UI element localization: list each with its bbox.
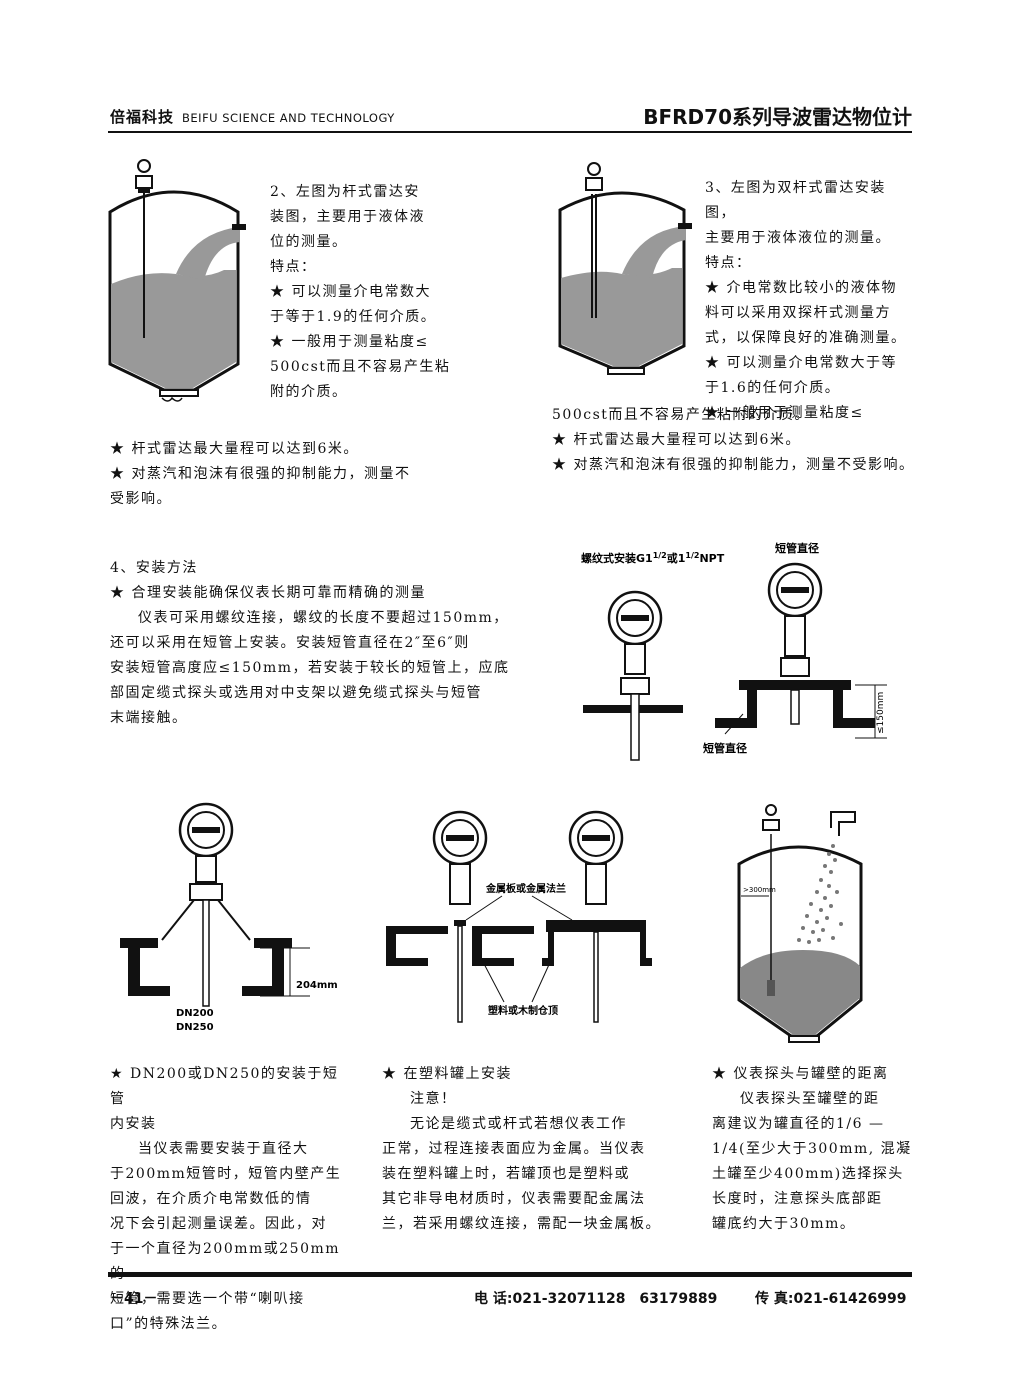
text-line: 罐底约大于30mm。 xyxy=(712,1216,856,1232)
page-number: －41－ xyxy=(110,1291,158,1307)
text-line: 特点： xyxy=(270,259,317,275)
nozzle-diameter-label-bottom: 短管直径 xyxy=(703,741,747,755)
nozzle-diameter-label-top: 短管直径 xyxy=(775,541,819,555)
text-line: 装图，主要用于液体液 xyxy=(270,209,425,225)
text-line: 3、左图为双杆式雷达安装图， xyxy=(705,180,886,221)
text-line: ★ 一般用于测量粘度≤ xyxy=(270,334,429,350)
metal-plate-label: 金属板或金属法兰 xyxy=(485,882,566,895)
text-line: 仪表探头至罐壁的距 xyxy=(740,1091,880,1107)
text-line: 于等于1.9的任何介质。 xyxy=(270,309,437,325)
section-4-bullet: ★ 合理安装能确保仪表长期可靠而精确的测量 xyxy=(110,585,426,601)
section-3-bottom: 500cst而且不容易产生粘附的介质。 ★ 杆式雷达最大量程可以达到6米。 ★ … xyxy=(552,403,922,478)
text-line: 于一个直径为200mm或250mm的 xyxy=(110,1241,341,1282)
footer-rule xyxy=(108,1272,912,1277)
text-line: 安装短管高度应≤150mm，若安装于较长的短管上，应底 xyxy=(110,660,510,676)
rod-radar-tank-figure xyxy=(108,159,246,402)
text-line: ★ 可以测量介电常数大 xyxy=(270,284,431,300)
plastic-roof-label: 塑料或木制仓顶 xyxy=(488,1004,558,1017)
text-line: 内安装 xyxy=(110,1116,157,1132)
text-line: 1/4(至少大于300mm, 混凝 xyxy=(712,1141,912,1157)
dn-dimension-label: 204mm xyxy=(296,980,338,991)
falling-material-dots xyxy=(797,844,843,944)
section-2-text: 2、左图为杆式雷达安 装图，主要用于液体液 位的测量。 特点： ★ 可以测量介电… xyxy=(270,180,470,405)
text-line: 500cst而且不容易产生粘附的介质。 xyxy=(552,407,810,423)
text-line: ★ 对蒸汽和泡沫有很强的抑制能力，测量不受影响。 xyxy=(552,457,915,473)
text-line: 于1.6的任何介质。 xyxy=(705,380,841,396)
dn200-label: DN200 xyxy=(176,1008,214,1019)
company-name: 倍福科技 BEIFU SCIENCE AND TECHNOLOGY xyxy=(110,106,395,127)
dn250-label: DN250 xyxy=(176,1022,214,1033)
text-line: 受影响。 xyxy=(110,491,172,507)
text-line: 无论是缆式或杆式若想仪表工作 xyxy=(410,1116,627,1132)
product-title: BFRD70系列导波雷达物位计 xyxy=(643,105,912,129)
text-line: 附的介质。 xyxy=(270,384,348,400)
text-line: 部固定缆式探头或选用对中支架以避免缆式探头与短管 xyxy=(110,685,482,701)
text-line: ★ 仪表探头与罐壁的距离 xyxy=(712,1066,889,1082)
probe-wall-distance-label: >300mm xyxy=(743,886,776,894)
text-line: ★ 可以测量介电常数大于等 xyxy=(705,355,897,371)
text-line: 位的测量。 xyxy=(270,234,348,250)
plastic-tank-install-figure: 金属板或金属法兰 塑料或木制仓顶 xyxy=(386,810,652,1023)
text-line: 装在塑料罐上时，若罐顶也是塑料或 xyxy=(382,1166,630,1182)
phone-number: 电 话:021-32071128 63179889 xyxy=(474,1291,718,1307)
silo-distance-figure: >300mm xyxy=(737,804,863,1043)
text-line: 料可以采用双探杆式测量方 xyxy=(705,305,891,321)
text-line: ★ 杆式雷达最大量程可以达到6米。 xyxy=(110,441,359,457)
fax-number: 传 真:021-61426999 xyxy=(755,1291,907,1307)
text-line: 还可以采用在短管上安装。安装短管直径在2″至6″则 xyxy=(110,635,470,651)
text-line: 特点： xyxy=(705,255,752,271)
text-line: ★ 对蒸汽和泡沫有很强的抑制能力，测量不 xyxy=(110,466,411,482)
text-line: 其它非导电材质时，仪表需要配金属法 xyxy=(382,1191,646,1207)
text-line: 末端接触。 xyxy=(110,710,188,726)
section-3-text: 3、左图为双杆式雷达安装图， 主要用于液体液位的测量。 特点： ★ 介电常数比较… xyxy=(705,176,915,426)
text-line: 正常，过程连接表面应为金属。当仪表 xyxy=(382,1141,646,1157)
text-line: 仪表可采用螺纹连接，螺纹的长度不要超过150mm， xyxy=(138,610,509,626)
thread-and-nozzle-install-figure: 螺纹式安装G11/2或11/2NPT 短管直径 ≤150mm 短管直径 xyxy=(581,541,887,761)
company-name-en: BEIFU SCIENCE AND TECHNOLOGY xyxy=(182,111,395,125)
section-2-bottom: ★ 杆式雷达最大量程可以达到6米。 ★ 对蒸汽和泡沫有很强的抑制能力，测量不 受… xyxy=(110,437,460,512)
text-line: 离建议为罐直径的1/6 — xyxy=(712,1116,885,1132)
text-line: 于200mm短管时，短管内壁产生 xyxy=(110,1166,342,1182)
twin-rod-radar-tank-figure xyxy=(558,162,692,375)
text-line: 回波，在介质介电常数低的情 xyxy=(110,1191,312,1207)
probe-distance-column: ★ 仪表探头与罐壁的距离 仪表探头至罐壁的距 离建议为罐直径的1/6 — 1/4… xyxy=(712,1062,922,1237)
text-line: 况下会引起测量误差。因此，对 xyxy=(110,1216,327,1232)
nozzle-height-label: ≤150mm xyxy=(876,692,886,734)
text-line: 土罐至少400mm)选择探头 xyxy=(712,1166,904,1182)
text-line: ★ 在塑料罐上安装 xyxy=(382,1066,512,1082)
text-line: 当仪表需要安装于直径大 xyxy=(138,1141,309,1157)
text-line: 500cst而且不容易产生粘 xyxy=(270,359,451,375)
text-line: ★ 杆式雷达最大量程可以达到6米。 xyxy=(552,432,801,448)
section-4-title: 4、安装方法 xyxy=(110,560,198,576)
section-4-text: 4、安装方法 ★ 合理安装能确保仪表长期可靠而精确的测量 仪表可采用螺纹连接，螺… xyxy=(110,556,530,731)
dn-install-column: ★ DN200或DN250的安装于短管 内安装 当仪表需要安装于直径大 于200… xyxy=(110,1062,350,1337)
text-line: 式，以保障良好的准确测量。 xyxy=(705,330,907,346)
text-line: ★ 一般用于测量粘度≤ xyxy=(705,405,864,421)
text-line: ★ DN200或DN250的安装于短管 xyxy=(110,1066,339,1107)
text-line: 口”的特殊法兰。 xyxy=(110,1316,228,1332)
plastic-install-column: ★ 在塑料罐上安装 注意！ 无论是缆式或杆式若想仪表工作 正常，过程连接表面应为… xyxy=(382,1062,682,1237)
text-line: ★ 介电常数比较小的液体物 xyxy=(705,280,897,296)
thread-install-label: 螺纹式安装G11/2或11/2NPT xyxy=(581,551,725,565)
text-line: 兰，若采用螺纹连接，需配一块金属板。 xyxy=(382,1216,661,1232)
text-line: 长度时，注意探头底部距 xyxy=(712,1191,883,1207)
text-line: 主要用于液体液位的测量。 xyxy=(705,230,891,246)
header-rule xyxy=(108,131,912,133)
company-name-cn: 倍福科技 xyxy=(110,108,175,126)
text-line: 注意！ xyxy=(410,1091,457,1107)
text-line: 短管，需要选一个带“喇叭接 xyxy=(110,1291,305,1307)
text-line: 2、左图为杆式雷达安 xyxy=(270,184,420,200)
dn200-dn250-install-figure: 204mm DN200 DN250 xyxy=(120,802,338,1033)
